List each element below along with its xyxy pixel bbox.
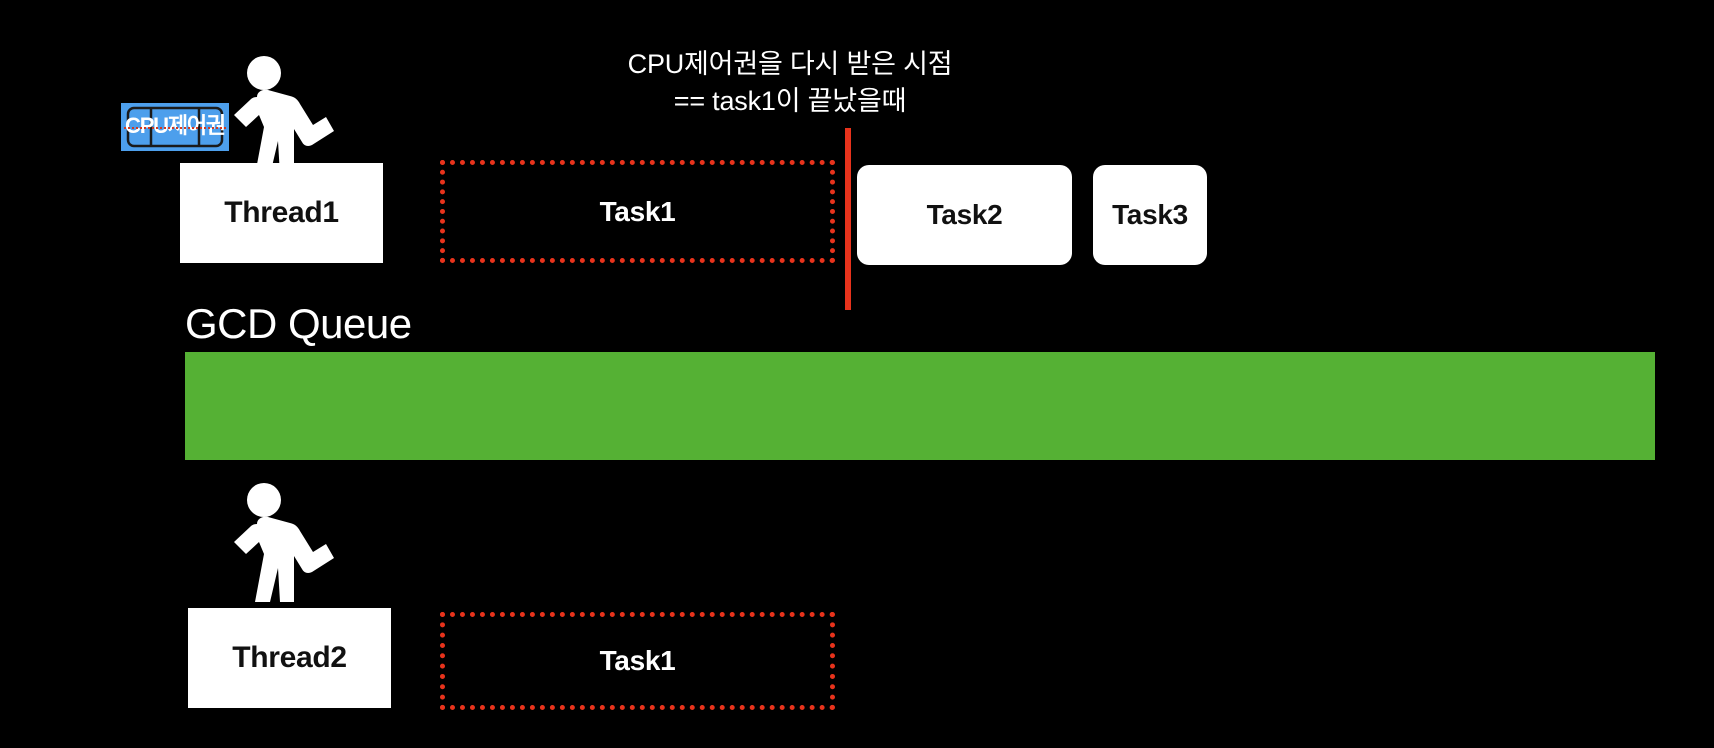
annotation-line-1: CPU제어권을 다시 받은 시점 [627, 49, 953, 79]
thread2-label: Thread2 [232, 641, 347, 674]
thread1-task2-box: Task2 [857, 165, 1072, 265]
thread1-block: Thread1 [180, 163, 383, 263]
thread1-task1-box: Task1 [440, 160, 835, 263]
ticket-tear-line [124, 127, 226, 129]
running-person-icon [228, 482, 338, 602]
annotation-line-2: == task1이 끝났을때 [673, 86, 907, 117]
cpu-control-ticket: CPU제어권 [118, 99, 232, 155]
thread1-task2-label: Task2 [926, 199, 1003, 230]
thread2-task1-label: Task1 [599, 645, 676, 676]
running-person-icon [228, 55, 338, 175]
thread1-task3-label: Task3 [1112, 199, 1188, 230]
thread1-label: Thread1 [224, 196, 339, 229]
cpu-control-returned-marker [845, 128, 851, 310]
annotation-text: CPU제어권을 다시 받은 시점 == task1이 끝났을때 [560, 46, 1020, 121]
thread1-task1-label: Task1 [599, 195, 676, 227]
gcd-queue-label: GCD Queue [185, 300, 412, 347]
thread1-task3-box: Task3 [1093, 165, 1207, 265]
thread2-block: Thread2 [188, 608, 391, 708]
gcd-queue-bar [185, 352, 1655, 460]
cpu-control-ticket-label: CPU제어권 [125, 113, 226, 138]
thread2-task1-box: Task1 [440, 612, 835, 710]
